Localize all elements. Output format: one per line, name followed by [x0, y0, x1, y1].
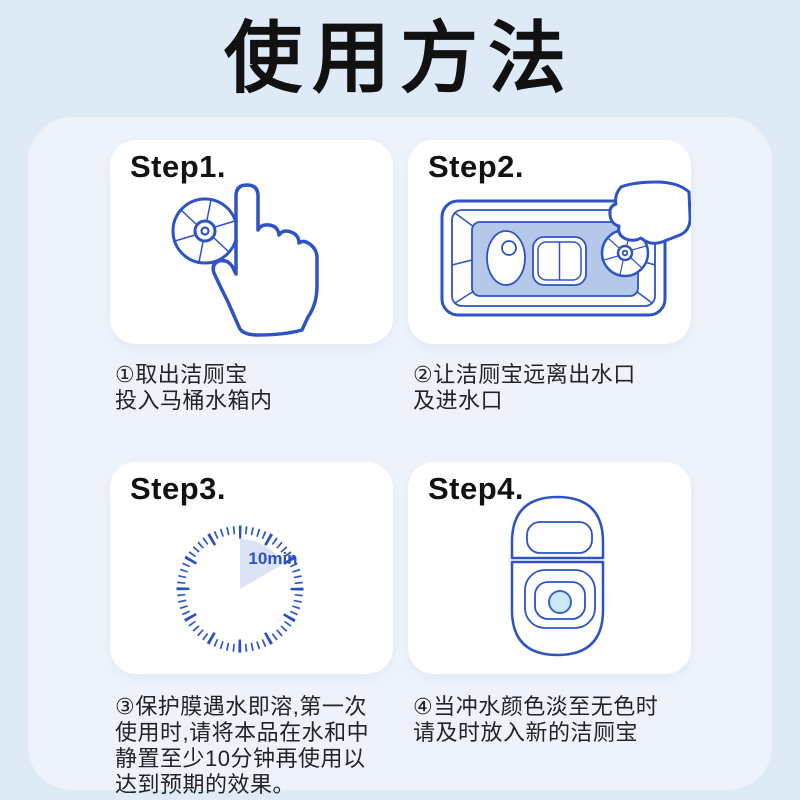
step-2-caption: ②让洁厕宝远离出水口 及进水口 [413, 362, 636, 414]
tank-lid-icon [526, 521, 593, 554]
step-4-illustration [510, 495, 605, 657]
toilet-tank-top-view-icon [440, 180, 691, 317]
page-title: 使用方法 [223, 14, 576, 102]
step-1-caption: ①取出洁厕宝 投入马桶水箱内 [115, 362, 273, 414]
cleaner-tablet-disc-icon [171, 197, 239, 265]
step-3-caption: ③保护膜遇水即溶,第一次 使用时,请将本品在水和中 静置至少10分钟再使用以 达… [115, 694, 369, 798]
grabbing-hand-icon [608, 180, 691, 245]
caption-line: 及进水口 [413, 388, 504, 413]
step-1-label: Step1. [130, 149, 227, 184]
caption-line: 静置至少10分钟再使用以 [115, 746, 366, 771]
water-spot [548, 590, 572, 614]
toilet-top-view-icon [510, 495, 605, 657]
step-3-label: Step3. [130, 471, 227, 506]
step-3-card: Step3. 10min [110, 462, 393, 674]
step-4-label: Step4. [428, 471, 525, 506]
caption-line: ③保护膜遇水即溶,第一次 [115, 694, 367, 719]
flush-button-icon [532, 236, 587, 286]
pointing-hand-icon [211, 183, 319, 337]
step-2-label: Step2. [428, 149, 525, 184]
caption-line: ①取出洁厕宝 [115, 362, 248, 387]
step-1-illustration [171, 183, 319, 337]
caption-line: ②让洁厕宝远离出水口 [413, 362, 636, 387]
cleaner-tablet-disc-icon [600, 228, 650, 278]
caption-line: 请及时放入新的洁厕宝 [413, 720, 639, 745]
step-1-card: Step1. [110, 140, 393, 344]
step-2-card: Step2. [408, 140, 691, 344]
step-3-illustration: 10min [176, 525, 304, 653]
flush-valve-icon [486, 230, 526, 286]
step-4-card: Step4. [408, 462, 691, 674]
caption-line: 使用时,请将本品在水和中 [115, 720, 370, 745]
caption-line: 达到预期的效果。 [115, 772, 296, 797]
timer-wedge [240, 539, 284, 589]
caption-line: ④当冲水颜色淡至无色时 [413, 694, 659, 719]
timer-label: 10min [248, 549, 297, 568]
step-4-caption: ④当冲水颜色淡至无色时 请及时放入新的洁厕宝 [413, 694, 658, 746]
step-2-illustration [440, 180, 691, 317]
caption-line: 投入马桶水箱内 [115, 388, 273, 413]
clock-timer-icon: 10min [176, 525, 304, 653]
